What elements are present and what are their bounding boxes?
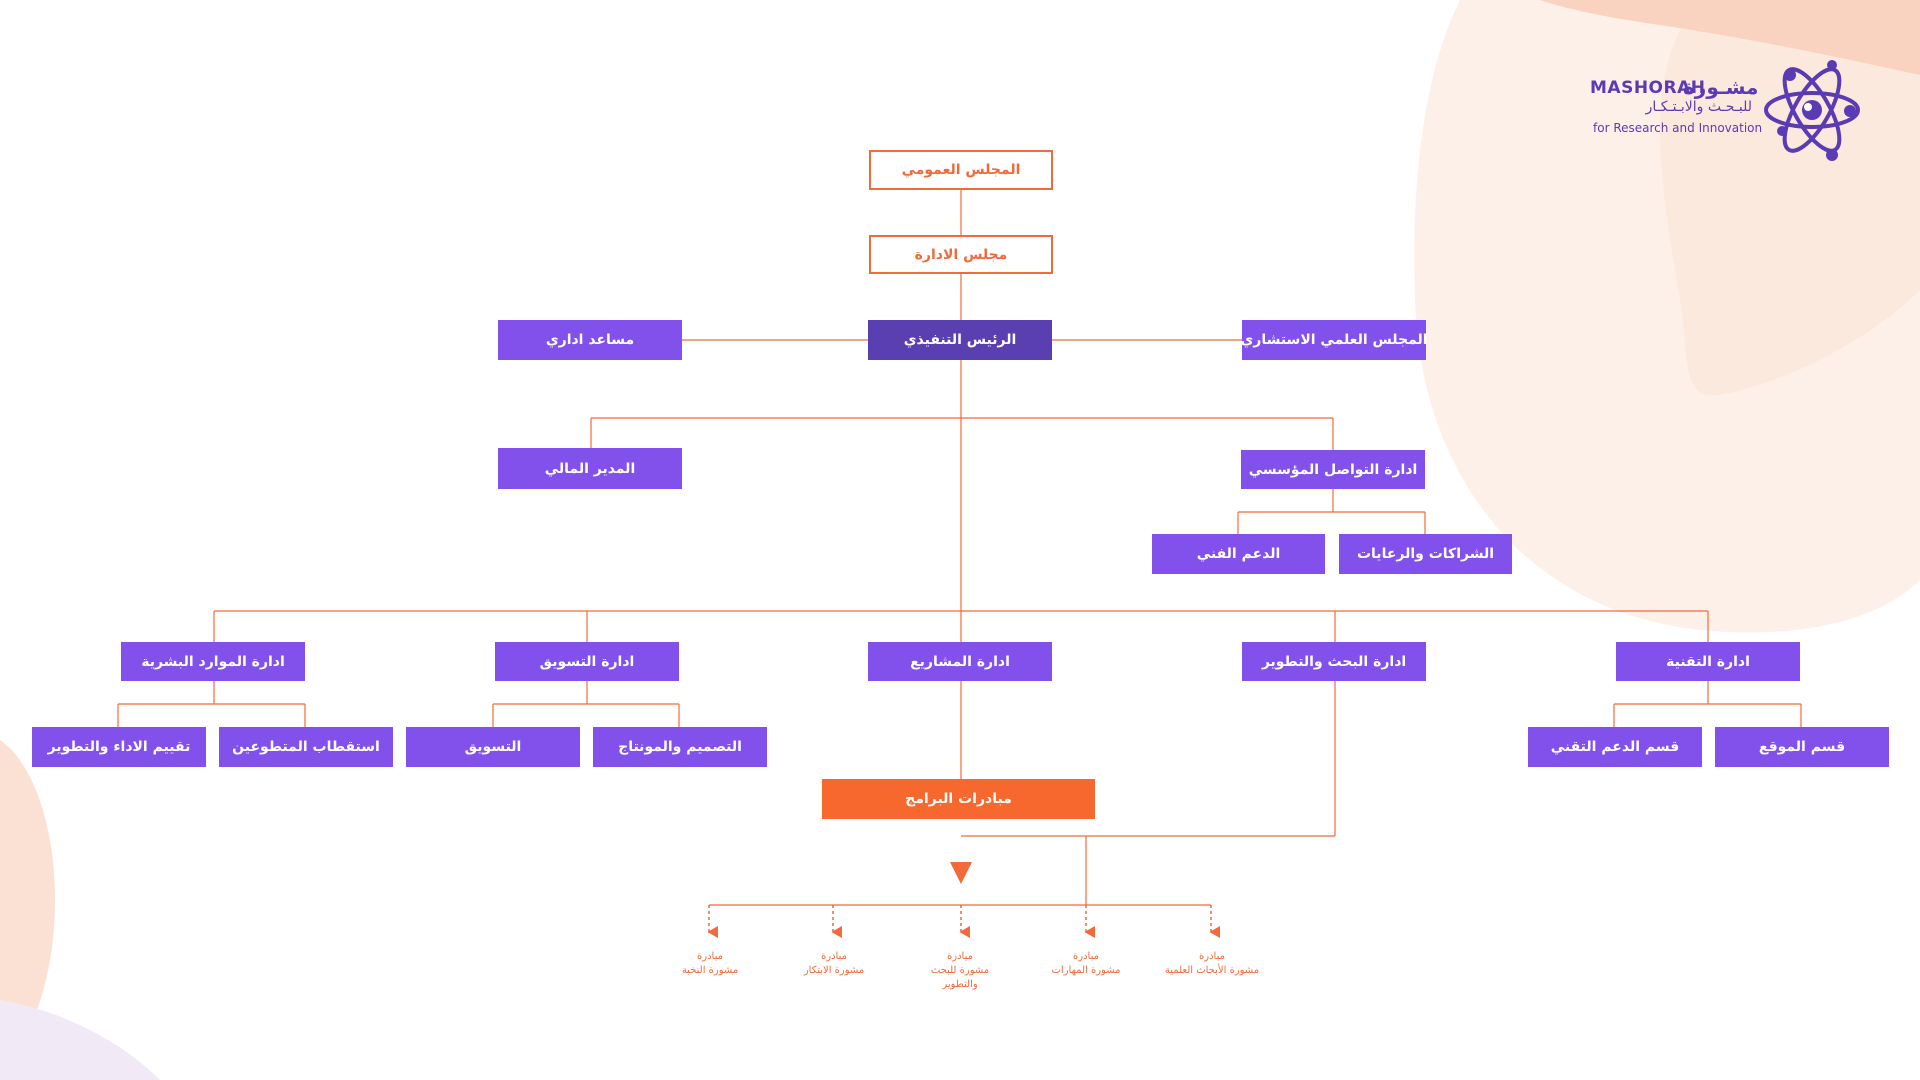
logo-name-ar: مشـورة: [1683, 75, 1759, 99]
initiative-line1: مبادرة: [947, 951, 973, 962]
initiative-skills: مبادرة مشورة المهارات: [1026, 950, 1146, 978]
program-initiatives-box: مبادرات البرامج: [822, 779, 1095, 819]
initiative-line2: مشورة النخبة: [681, 965, 739, 976]
left-blob: [0, 740, 55, 1080]
initiative-line2: مشورة الابتكار: [803, 965, 865, 976]
admin-assistant-box: مساعد اداري: [498, 320, 682, 360]
bottom-left-blob: [0, 1000, 160, 1080]
website-section-box: قسم الموقع: [1715, 727, 1889, 767]
initiative-line1: مبادرة: [1073, 951, 1099, 962]
top-right-blob-inner: [1500, 0, 1920, 396]
initiative-line1: مبادرة: [1199, 951, 1225, 962]
initiative-line2: مشورة الأبحاث العلمية: [1164, 965, 1260, 976]
general-assembly-box: المجلس العمومي: [869, 150, 1053, 190]
scientific-council-box: المجلس العلمي الاستشاري: [1240, 320, 1428, 360]
marketing-department-box: ادارة التسويق: [495, 642, 679, 681]
mashorah-logo: MASHORAH مشـورة للبـحـث والابـتـكـار for…: [1590, 55, 1870, 165]
logo-name-en: MASHORAH: [1590, 78, 1706, 98]
initiative-elite: مبادرة مشورة النخبة: [650, 950, 770, 978]
board-of-directors-box: مجلس الادارة: [869, 235, 1053, 274]
logo-subtitle-ar: للبـحـث والابـتـكـار: [1645, 99, 1752, 115]
logo-subtitle-en: for Research and Innovation: [1593, 121, 1763, 135]
performance-evaluation-box: تقييم الاداء والتطوير: [32, 727, 206, 767]
volunteer-recruitment-box: استقطاب المتطوعين: [219, 727, 393, 767]
top-right-corner-blob: [1540, 0, 1920, 75]
technical-support-box: الدعم الفني: [1152, 534, 1325, 574]
initiative-line2: مشورة المهارات: [1051, 965, 1121, 976]
research-department-box: ادارة البحث والتطوير: [1242, 642, 1426, 681]
initiative-research-development: مبادرة مشورة للبحث والتطوير: [900, 950, 1020, 992]
marketing-box: التسويق: [406, 727, 580, 767]
initiative-innovation: مبادرة مشورة الابتكار: [774, 950, 894, 978]
hr-department-box: ادارة الموارد البشرية: [121, 642, 305, 681]
design-montage-box: التصميم والمونتاج: [593, 727, 767, 767]
ceo-box: الرئيس التنفيذي: [868, 320, 1052, 360]
initiative-scientific-research: مبادرة مشورة الأبحاث العلمية: [1152, 950, 1272, 978]
cfo-box: المدير المالي: [498, 448, 682, 489]
atom-icon: [1764, 60, 1860, 161]
partnerships-box: الشراكات والرعايات: [1339, 534, 1512, 574]
initiative-line1: مبادرة: [697, 951, 723, 962]
initiative-line1: مبادرة: [821, 951, 847, 962]
tech-support-section-box: قسم الدعم التقني: [1528, 727, 1702, 767]
main-arrow-head: [950, 862, 972, 884]
institutional-communication-box: ادارة التواصل المؤسسي: [1241, 450, 1425, 489]
technology-department-box: ادارة التقنية: [1616, 642, 1800, 681]
initiative-line3: والتطوير: [942, 979, 978, 990]
initiative-line2: مشورة للبحث: [930, 965, 990, 976]
projects-department-box: ادارة المشاريع: [868, 642, 1052, 681]
